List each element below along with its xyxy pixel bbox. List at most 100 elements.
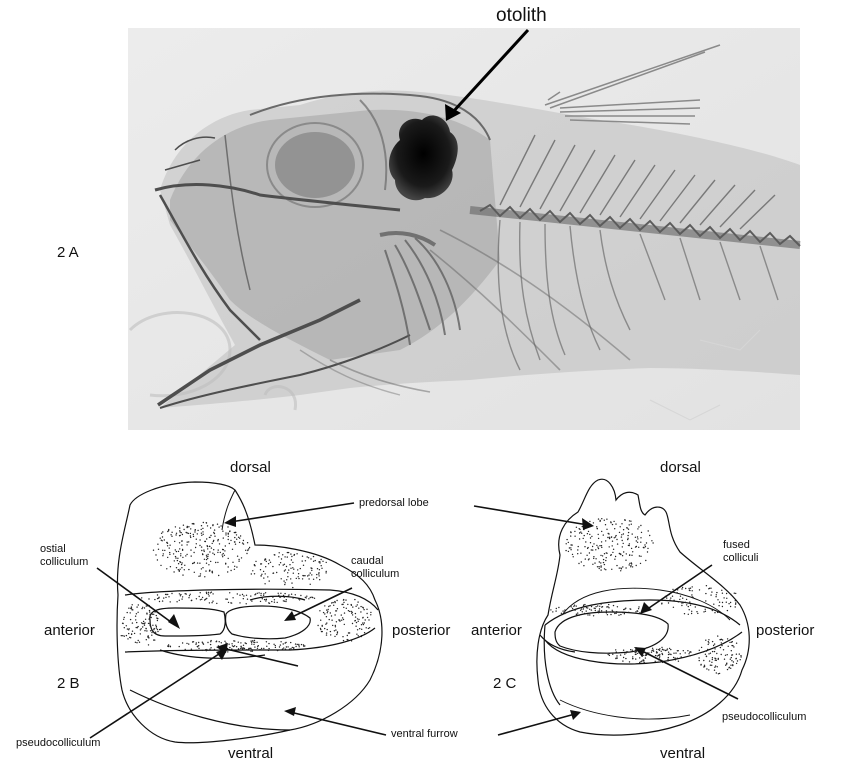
stipple-dot [708, 639, 710, 641]
stipple-dot [731, 660, 733, 662]
stipple-dot [242, 543, 245, 545]
stipple-dot [125, 625, 128, 627]
stipple-dot [674, 657, 676, 659]
stipple-dot [169, 553, 171, 556]
stipple-dot [312, 578, 315, 580]
stipple-dot [595, 606, 597, 608]
stipple-dot [638, 606, 640, 608]
stipple-dot [664, 649, 667, 652]
stipple-dot [319, 562, 321, 564]
stipple-dot [330, 615, 333, 617]
stipple-dot [292, 567, 294, 569]
stipple-dot [677, 601, 679, 603]
panel-b-posterior-label: posterior [392, 622, 451, 639]
stipple-dot [582, 605, 585, 607]
stipple-dot [628, 520, 631, 522]
stipple-dot [195, 643, 197, 645]
stipple-dot [575, 605, 577, 607]
stipple-dot [600, 569, 602, 571]
stipple-dot [262, 594, 265, 596]
stipple-dot [290, 559, 293, 561]
stipple-dot [620, 613, 622, 616]
stipple-dot [716, 666, 718, 668]
stipple-dot [661, 646, 663, 649]
stipple-dot [200, 528, 202, 531]
stipple-dot [685, 598, 688, 601]
dorsal-fin [544, 44, 721, 125]
stipple-dot [137, 625, 139, 628]
stipple-dot [220, 525, 222, 527]
stipple-dot [628, 544, 630, 547]
stipple-dot [301, 560, 303, 562]
stipple-dot [682, 650, 684, 652]
stipple-dot [705, 585, 708, 587]
stipple-dot [711, 640, 714, 643]
stipple-dot [322, 560, 324, 562]
stipple-dot [667, 660, 669, 662]
stipple-dot [651, 647, 654, 649]
stipple-dot [734, 606, 736, 608]
stipple-dot [171, 535, 173, 537]
stipple-dot [615, 523, 617, 525]
stipple-dot [131, 604, 133, 606]
stipple-dot [139, 633, 141, 635]
stipple-dot [668, 647, 671, 650]
stipple-dot [619, 654, 622, 656]
stipple-dot [647, 547, 649, 550]
stipple-dot [168, 528, 170, 531]
stipple-dot [725, 601, 727, 603]
stipple-dot [687, 605, 689, 608]
stipple-dot [318, 569, 321, 571]
stipple-dot [732, 661, 735, 663]
stipple-dot [207, 641, 209, 644]
stipple-dot [336, 599, 338, 602]
panel-b-pseudocolliculum-label: pseudocolliculum [16, 737, 101, 749]
stipple-dot [230, 539, 232, 542]
stipple-dot [183, 569, 185, 571]
stipple-dot [334, 626, 337, 628]
stipple-dot [735, 653, 738, 655]
stipple-dot [592, 522, 595, 524]
stipple-dot [125, 634, 128, 637]
otolith-arrow [445, 28, 530, 121]
stipple-dot [656, 652, 658, 654]
stipple-dot [630, 649, 632, 651]
stipple-dot [234, 543, 237, 545]
stipple-dot [362, 623, 365, 626]
stipple-dot [652, 649, 654, 651]
stipple-dot [728, 667, 730, 669]
stipple-dot [285, 599, 287, 601]
stipple-dot [151, 613, 154, 615]
stipple-dot [698, 649, 700, 651]
stipple-dot [137, 639, 139, 642]
stipple-dot [733, 646, 735, 648]
stipple-dot [619, 526, 621, 528]
stipple-dot [123, 635, 126, 637]
stipple-dot [179, 548, 181, 550]
stipple-dot [684, 652, 686, 654]
stipple-dot [721, 589, 723, 591]
stipple-dot [226, 598, 228, 600]
stipple-dot [606, 528, 608, 530]
stipple-dot [178, 570, 180, 572]
stipple-dot [639, 612, 641, 614]
stipple-dot [637, 538, 639, 540]
stipple-dot [625, 657, 627, 660]
stipple-dot [688, 653, 690, 655]
stipple-dot [595, 549, 597, 551]
stipple-dot [260, 647, 263, 650]
stipple-dot [282, 564, 284, 566]
stipple-dot [707, 643, 709, 646]
stipple-dot [156, 597, 159, 600]
stipple-dot [154, 598, 156, 601]
stipple-dot [341, 619, 343, 621]
stipple-dot [290, 567, 292, 569]
stipple-dot [703, 664, 706, 666]
stipple-dot [356, 604, 358, 606]
stipple-dot [616, 564, 618, 567]
stipple-dot [671, 595, 674, 597]
stipple-dot [596, 566, 599, 568]
stipple-dot [691, 586, 693, 588]
stipple-dot [608, 654, 611, 657]
stipple-dot [688, 609, 690, 611]
